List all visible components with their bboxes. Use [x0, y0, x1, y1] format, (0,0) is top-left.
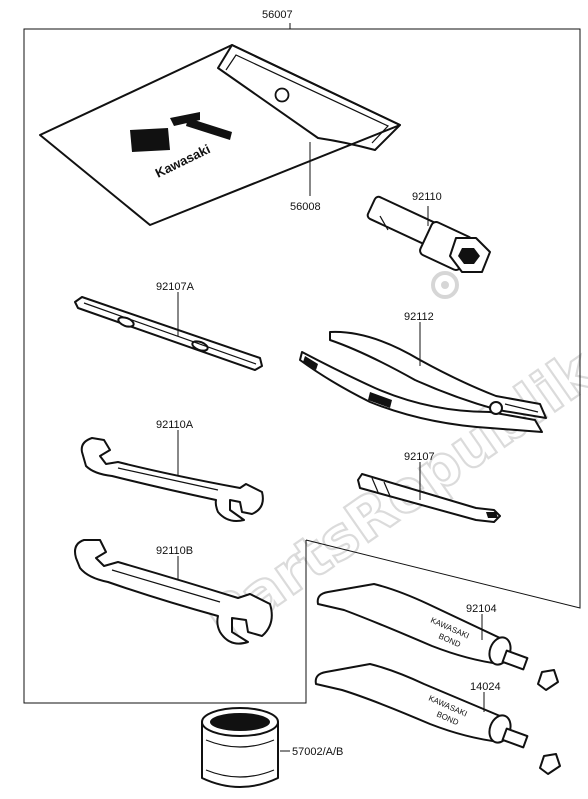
- label-56007: 56007: [262, 9, 293, 21]
- tool-bag: Kawasaki: [39, 44, 401, 226]
- bond-tube-2: KAWASAKI BOND: [314, 663, 561, 775]
- kit-boundary: [23, 23, 581, 704]
- label-92112: 92112: [404, 311, 434, 323]
- label-92107: 92107: [404, 451, 435, 463]
- bond-tube-1: KAWASAKI BOND: [316, 583, 559, 691]
- label-14024: 14024: [470, 681, 501, 693]
- screwdriver: [357, 473, 501, 523]
- label-92104: 92104: [466, 603, 497, 615]
- label-92110B: 92110B: [156, 545, 193, 557]
- pliers: [299, 330, 547, 433]
- label-56008: 56008: [290, 201, 321, 213]
- kawasaki-logo-icon: [130, 112, 232, 152]
- label-57002: 57002/A/B: [292, 746, 343, 758]
- wrench-a: [80, 437, 264, 522]
- label-92110: 92110: [412, 191, 442, 203]
- plug-wrench: [366, 195, 491, 273]
- oil-can: [201, 707, 279, 788]
- wrench-b: [74, 539, 273, 645]
- label-92107A: 92107A: [156, 281, 195, 293]
- label-92110A: 92110A: [156, 419, 194, 431]
- watermark-gear-icon: [431, 271, 459, 299]
- screwdriver-grip: [74, 296, 263, 371]
